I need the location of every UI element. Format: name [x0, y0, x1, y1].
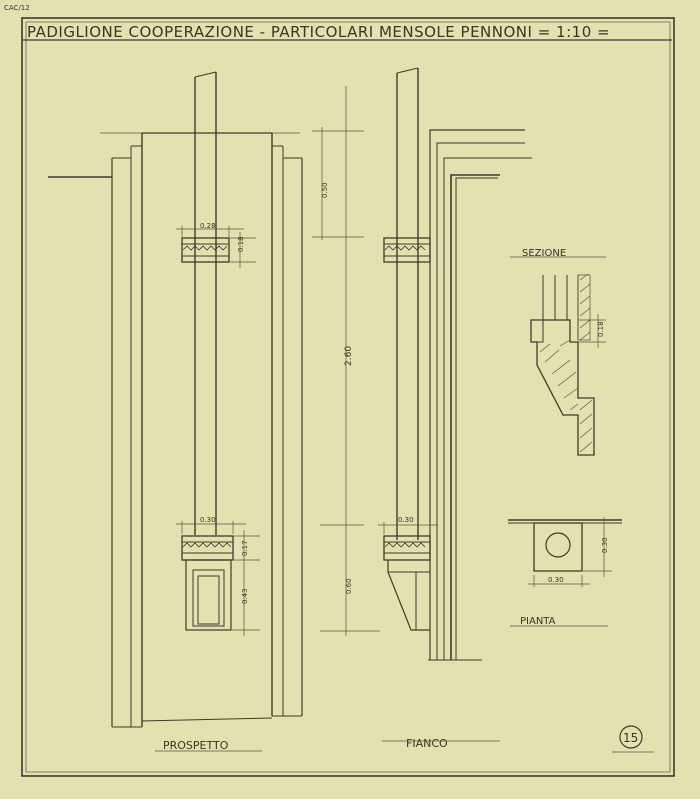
dim-front-bottom-width: 0.30	[200, 516, 216, 524]
dim-front-top-band: 0.18	[237, 236, 245, 252]
dim-front-top-width: 0.28	[200, 222, 216, 230]
side-view	[312, 67, 532, 661]
section-label: SEZIONE	[522, 248, 566, 259]
dim-side-bottom: 0.60	[345, 578, 353, 594]
plan-label: PIANTA	[520, 616, 556, 627]
dim-plan-width: 0.30	[601, 537, 609, 553]
drawing-title: PADIGLIONE COOPERAZIONE - PARTICOLARI ME…	[27, 23, 610, 41]
front-view-label: PROSPETTO	[163, 739, 229, 752]
sheet-inner-border	[25, 21, 671, 773]
corner-stamp: CAC/12	[4, 4, 30, 12]
dim-section-band: 0.18	[597, 321, 605, 337]
dim-side-top: 0.50	[321, 182, 329, 198]
dim-plan-depth: 0.30	[548, 576, 564, 584]
sheet-number-circle	[619, 725, 643, 749]
side-view-label: FIANCO	[406, 737, 448, 750]
dim-front-bottom-band: 0.17	[241, 540, 249, 556]
dim-side-bottom-width: 0.30	[398, 516, 414, 524]
dim-side-total: 2.60	[344, 346, 354, 366]
plan-view	[508, 517, 622, 627]
section-view	[510, 256, 606, 456]
sheet-number: 15	[623, 731, 638, 745]
dim-front-bottom-bracket: 0.43	[241, 588, 249, 604]
sheet-border	[21, 17, 675, 777]
front-view	[48, 71, 303, 728]
